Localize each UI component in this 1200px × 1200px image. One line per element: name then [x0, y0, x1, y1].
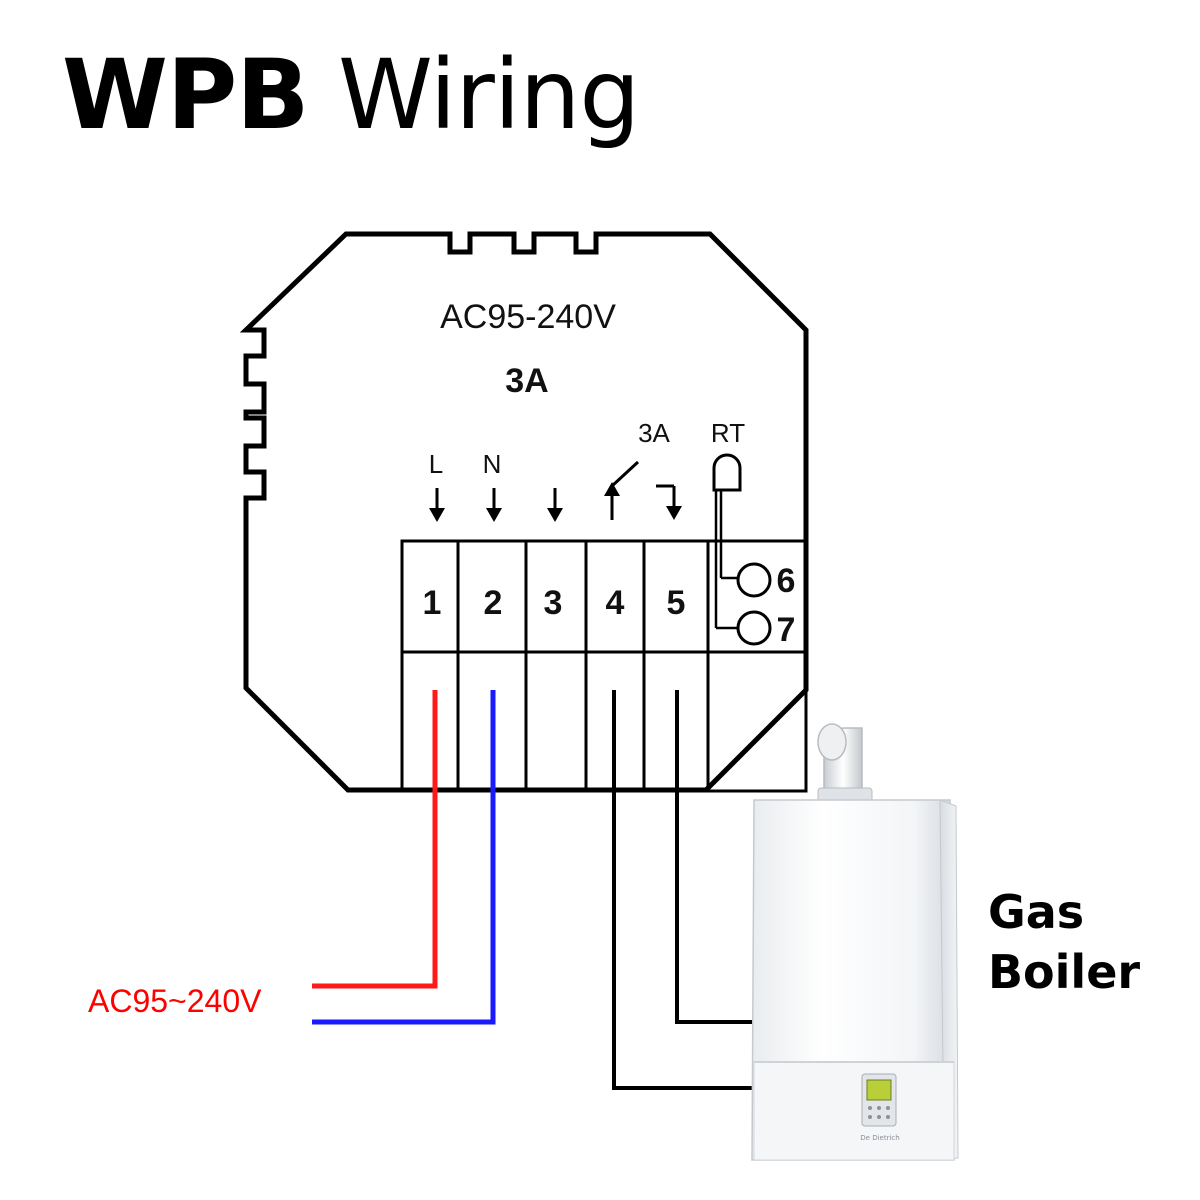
- current-rating-label: 3A: [505, 362, 548, 400]
- terminal-2-arrow-icon: [486, 488, 502, 522]
- voltage-rating-label: AC95-240V: [440, 298, 616, 336]
- live-wire: [312, 690, 438, 989]
- svg-text:De Dietrich: De Dietrich: [860, 1134, 899, 1142]
- terminal-2-number: 2: [484, 584, 503, 622]
- boiler-label-line2: Boiler: [988, 945, 1140, 999]
- terminal-3-number: 3: [544, 584, 563, 622]
- terminal-1-arrow-icon: [429, 488, 445, 522]
- terminal-block: [400, 539, 808, 793]
- terminal-7-screw: [736, 610, 772, 646]
- terminal-6-screw: [736, 562, 772, 598]
- relay-switch-icon: [604, 460, 682, 520]
- terminal-4-number: 4: [606, 584, 625, 622]
- thermostat-housing-outline: [239, 231, 809, 793]
- terminal-6-number: 6: [777, 562, 796, 600]
- boiler-label-line1: Gas: [988, 885, 1084, 939]
- title-bold-part: WPB: [62, 39, 309, 151]
- neutral-input-label: N: [483, 449, 502, 479]
- terminal-3-arrow-icon: [547, 488, 563, 522]
- boiler-wire-terminal-5: [675, 690, 752, 1024]
- sensor-label: RT: [711, 418, 745, 448]
- terminal-1-number: 1: [423, 584, 442, 622]
- title-light-part: Wiring: [337, 39, 640, 151]
- temperature-sensor-icon: [712, 453, 742, 630]
- terminal-5-number: 5: [667, 584, 686, 622]
- neutral-wire: [312, 690, 496, 1025]
- boiler-wire-terminal-4: [612, 690, 752, 1090]
- live-input-label: L: [429, 449, 443, 479]
- supply-voltage-label: AC95~240V: [88, 983, 262, 1019]
- gas-boiler-image: De Dietrich: [751, 723, 959, 1161]
- page-title: WPB Wiring: [62, 39, 640, 151]
- relay-rating-label: 3A: [638, 418, 670, 448]
- terminal-7-number: 7: [777, 611, 796, 649]
